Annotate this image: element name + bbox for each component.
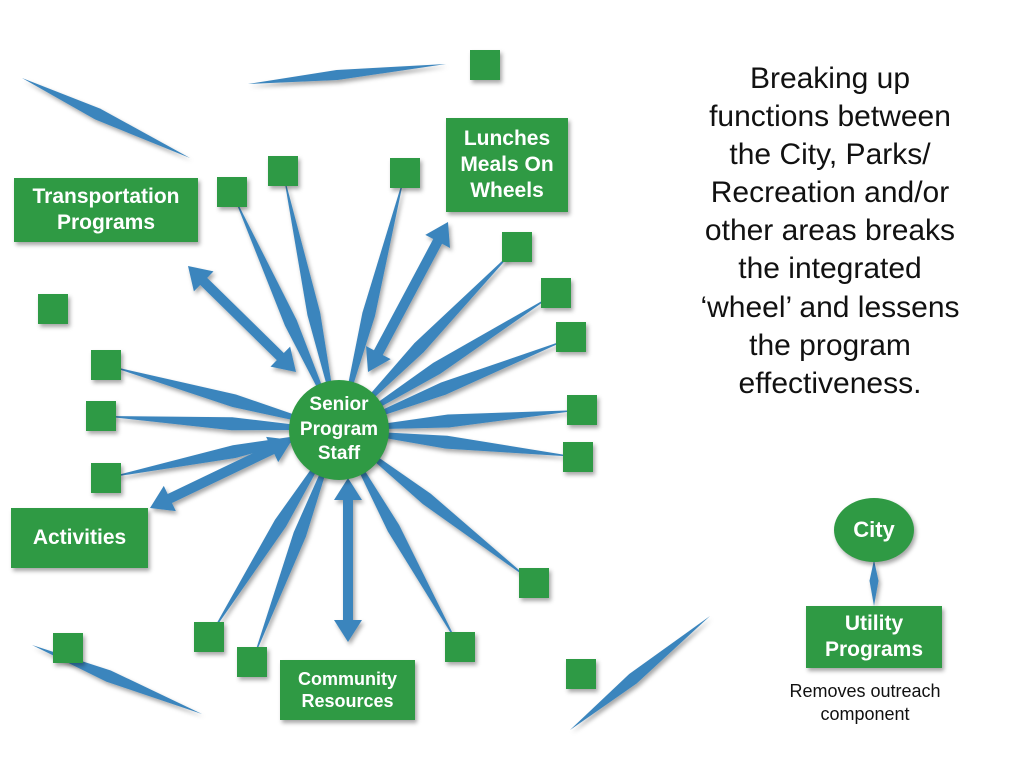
wheel-spoke	[339, 410, 582, 430]
small-node-square	[237, 647, 267, 677]
transportation-programs-box: Transportation Programs	[14, 178, 198, 242]
wheel-spoke	[339, 430, 578, 457]
small-node-square	[445, 632, 475, 662]
wheel-spoke	[339, 338, 571, 430]
small-node-square	[502, 232, 532, 262]
wheel-spoke	[283, 172, 339, 430]
detached-spoke	[248, 64, 446, 84]
removes-outreach-note: Removes outreach component	[789, 681, 941, 725]
wheel-spoke	[339, 430, 460, 648]
small-node-square	[556, 322, 586, 352]
small-node-square	[91, 350, 121, 380]
wheel-spoke	[339, 293, 556, 430]
city-node: City	[834, 498, 914, 562]
arrow-to-lunches	[366, 222, 450, 372]
wheel-spoke	[101, 416, 339, 431]
senior-program-staff-hub: Senior Program Staff	[289, 380, 389, 480]
small-node-square	[566, 659, 596, 689]
small-node-square	[519, 568, 549, 598]
small-node-square	[86, 401, 116, 431]
wheel-spoke	[232, 192, 339, 430]
wheel-spoke	[339, 430, 534, 583]
wheel-spoke	[106, 365, 339, 430]
small-node-square	[91, 463, 121, 493]
small-node-square	[38, 294, 68, 324]
activities-box: Activities	[11, 508, 148, 568]
small-node-square	[470, 50, 500, 80]
small-node-square	[268, 156, 298, 186]
utility-programs-box: Utility Programs	[806, 606, 942, 668]
community-resources-box: Community Resources	[280, 660, 415, 720]
slide-body-text: Breaking up functions between the City, …	[700, 62, 960, 400]
arrow-to-community	[334, 478, 362, 642]
arrow-to-transportation	[188, 266, 296, 372]
small-node-square	[563, 442, 593, 472]
city-utility-connector	[869, 560, 879, 606]
small-node-square	[541, 278, 571, 308]
small-node-square	[567, 395, 597, 425]
small-node-square	[194, 622, 224, 652]
small-node-square	[217, 177, 247, 207]
wheel-spoke	[339, 247, 517, 430]
detached-spoke	[570, 616, 710, 730]
detached-spoke	[22, 78, 190, 158]
wheel-spoke	[209, 430, 339, 637]
wheel-spoke	[252, 430, 339, 662]
wheel-spoke	[339, 173, 405, 430]
small-node-square	[390, 158, 420, 188]
lunches-meals-on-wheels-box: Lunches Meals On Wheels	[446, 118, 568, 212]
small-node-square	[53, 633, 83, 663]
arrow-to-activities	[150, 436, 292, 512]
